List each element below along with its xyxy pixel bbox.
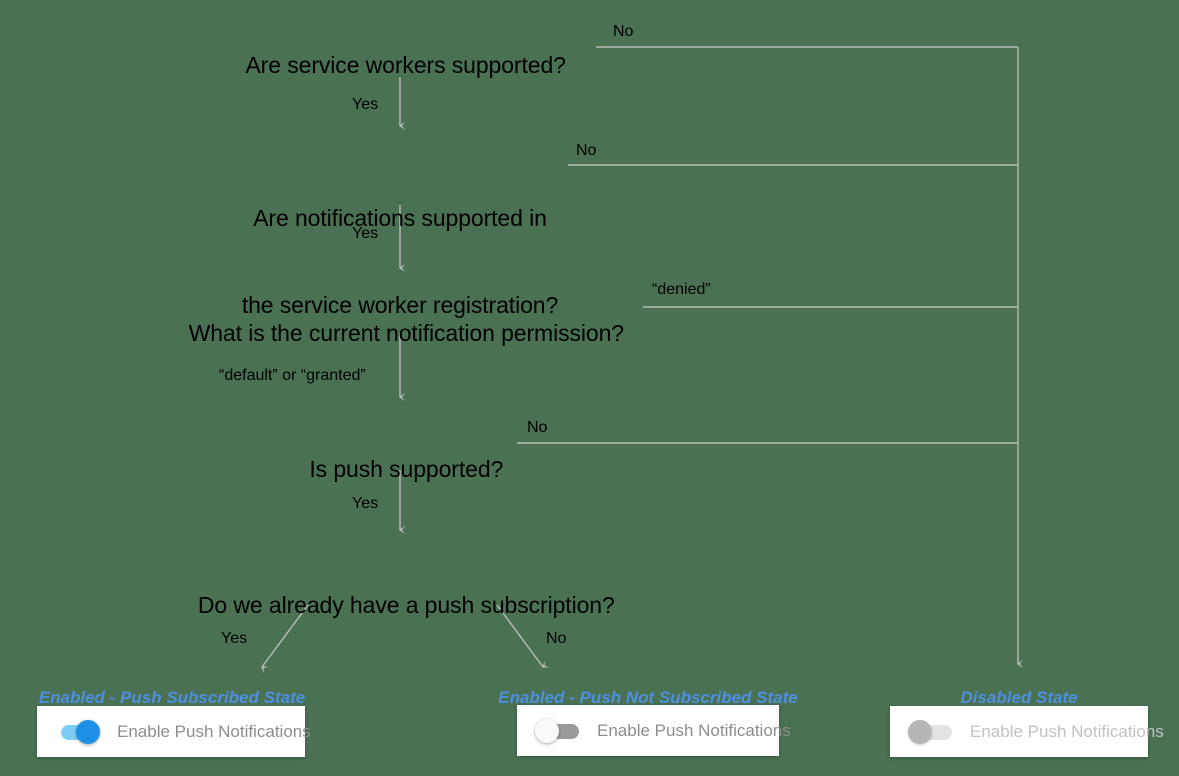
state-label-enabled-push-not-subscribed: Enabled - Push Not Subscribed State: [498, 688, 798, 707]
edge-label-q2-no: No: [576, 142, 597, 159]
state-label-disabled: Disabled State: [960, 688, 1078, 707]
edge-label-q3-default-granted: “default” or “granted”: [219, 367, 366, 384]
edge-label-q1-no: No: [613, 23, 634, 40]
toggle-card-enabled-push-subscribed[interactable]: Enable Push Notifications: [37, 706, 311, 757]
edge-label-q5-no: No: [546, 630, 567, 647]
toggle-card-disabled: Enable Push Notifications: [890, 706, 1164, 757]
toggle-label: Enable Push Notifications: [117, 721, 311, 741]
decision-text-line1: Are notifications supported in: [253, 205, 547, 231]
toggle-card-enabled-push-not-subscribed[interactable]: Enable Push Notifications: [517, 705, 791, 756]
decision-service-workers-supported: Are service workers supported?: [234, 22, 566, 80]
toggle-knob: [76, 719, 100, 744]
push-toggle-switch-disabled: [908, 719, 954, 744]
decision-text: Is push supported?: [309, 456, 504, 482]
edge-q5-no: [496, 604, 550, 668]
decision-push-supported: Is push supported?: [297, 426, 503, 484]
toggle-knob: [908, 719, 932, 744]
decision-text: Do we already have a push subscription?: [197, 592, 615, 618]
decision-text: Are service workers supported?: [245, 52, 566, 78]
decision-notifications-supported: Are notifications supported in the servi…: [242, 146, 558, 349]
decision-text: What is the current notification permiss…: [188, 320, 624, 346]
decision-existing-push-subscription: Do we already have a push subscription?: [185, 562, 615, 620]
toggle-label: Enable Push Notifications: [597, 720, 791, 740]
edge-label-q4-no: No: [527, 419, 548, 436]
edge-label-q1-yes: Yes: [352, 96, 379, 113]
toggle-knob: [535, 718, 559, 743]
edge-label-q5-yes: Yes: [221, 630, 248, 647]
edge-label-q4-yes: Yes: [352, 495, 379, 512]
push-toggle-switch-not-subscribed[interactable]: [535, 718, 581, 743]
decision-text-line2: the service worker registration?: [241, 292, 559, 318]
state-label-enabled-push-subscribed: Enabled - Push Subscribed State: [38, 688, 306, 707]
decision-notification-permission: What is the current notification permiss…: [176, 290, 624, 348]
edge-label-q2-yes: Yes: [352, 225, 379, 242]
toggle-label: Enable Push Notifications: [970, 721, 1164, 741]
push-toggle-switch-subscribed[interactable]: [55, 719, 101, 744]
edge-q5-yes: [261, 604, 309, 674]
edge-label-q3-denied: “denied”: [652, 281, 711, 298]
